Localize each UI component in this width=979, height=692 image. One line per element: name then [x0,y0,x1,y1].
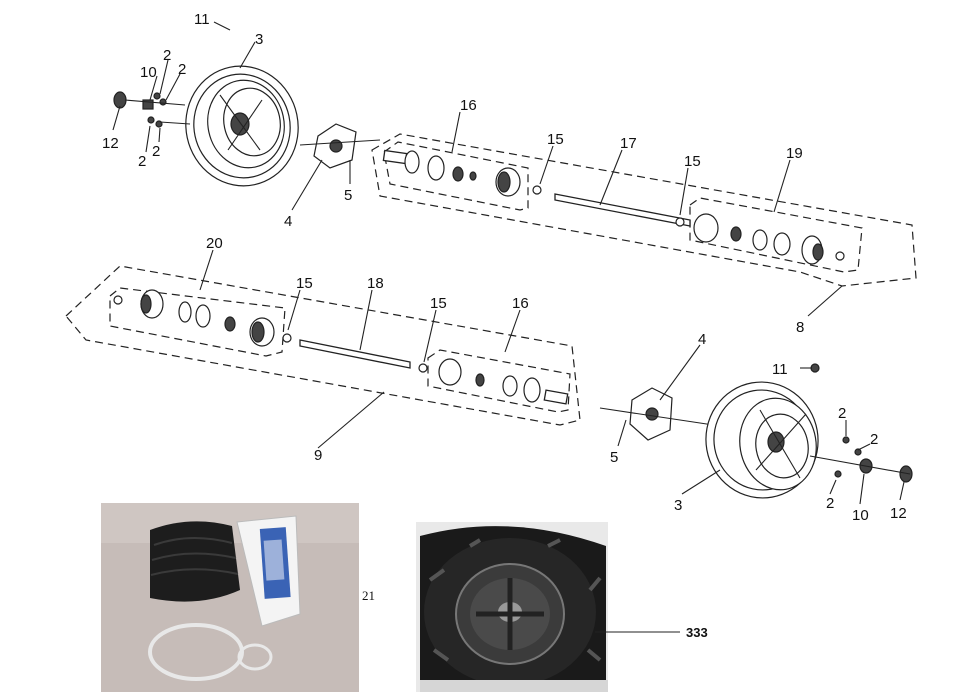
callout-4-upper: 4 [284,213,292,230]
callout-2d-upper: 2 [152,143,160,160]
callout-10-upper: 10 [140,64,157,81]
callout-5-lower: 5 [610,449,618,466]
leader-lines [112,21,905,505]
wheel-label: 333 [686,625,708,640]
callout-2e-lower: 2 [838,405,846,422]
upper-hub [299,123,381,169]
group-20-box [109,287,286,357]
callout-5-upper: 5 [344,187,352,204]
callout-12-lower: 12 [890,505,907,522]
callout-12-upper: 12 [102,135,119,152]
callout-15-lower-a: 15 [296,275,313,292]
lower-shaft-parts [113,289,569,405]
callout-2a-upper: 2 [163,47,171,64]
callout-18: 18 [367,275,384,292]
boot-kit-label: 21 [362,588,375,603]
callout-2g-lower: 2 [826,495,834,512]
callout-15-upper-a: 15 [547,131,564,148]
upper-group-16-box [383,141,529,211]
callout-11-upper: 11 [194,11,210,28]
boot-kit-photo: 21 [101,503,375,692]
upper-shaft-parts [382,149,845,265]
cv-boot [150,521,240,602]
lower-group-16-box [427,349,571,413]
callout-15-lower-b: 15 [430,295,447,312]
small-clamp [237,643,273,671]
callout-2b-upper: 2 [178,61,186,78]
group-19-box [689,197,863,273]
callout-2f-lower: 2 [870,431,878,448]
callout-17: 17 [620,135,637,152]
lower-axle-group-outline [65,265,581,426]
upper-wheel-hardware [113,91,191,128]
lower-hub [599,387,721,441]
callout-20: 20 [206,235,223,252]
callout-15-upper-b: 15 [684,153,701,170]
upper-axle-group-outline [371,133,917,287]
callout-16-upper: 16 [460,97,477,114]
callout-2c-upper: 2 [138,153,146,170]
callout-8: 8 [796,319,804,336]
wheel-photo: 333 [416,522,708,692]
upper-wheel [185,65,299,187]
callout-11-lower: 11 [772,361,788,378]
callout-3-upper: 3 [255,31,263,48]
lower-wheel-hardware [809,363,913,483]
callout-4-lower: 4 [698,331,706,348]
callout-3-lower: 3 [674,497,682,514]
callout-numbers: 11 3 10 2 2 12 2 2 4 5 16 15 17 15 19 8 … [102,11,907,524]
callout-9: 9 [314,447,322,464]
callout-16-lower: 16 [512,295,529,312]
callout-10-lower: 10 [852,507,869,524]
lower-wheel [705,381,819,499]
callout-19: 19 [786,145,803,162]
